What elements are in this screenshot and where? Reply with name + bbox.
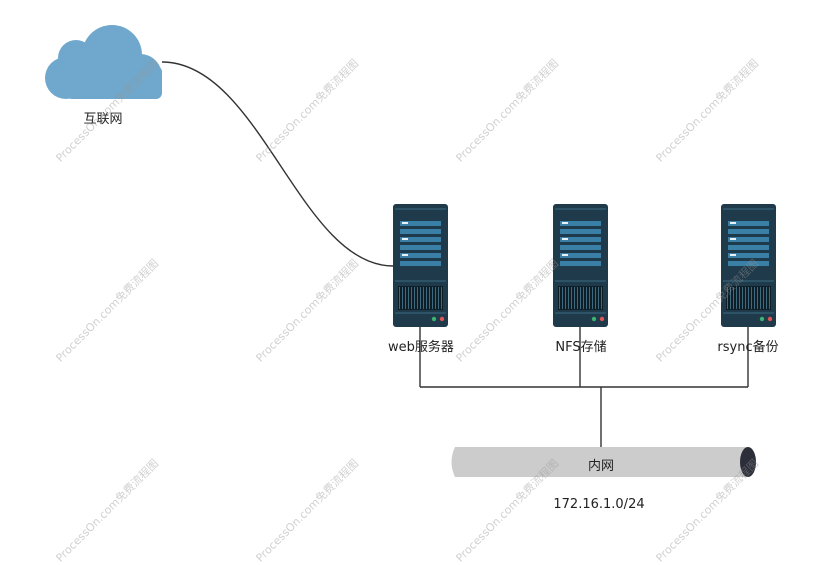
rsync-backup-label: rsync备份 [717, 340, 779, 355]
cloud-icon [45, 25, 162, 99]
internet-to-web-connector [161, 61, 394, 267]
web-server-label: web服务器 [388, 340, 454, 355]
nfs-storage-label: NFS存储 [555, 340, 607, 355]
subnet-label: 172.16.1.0/24 [553, 497, 645, 512]
server-icon-web [393, 204, 448, 327]
network-label: 内网 [587, 459, 615, 474]
server-icon-nfs [553, 204, 608, 327]
internet-label: 互联网 [83, 112, 123, 127]
server-icon-rsync [721, 204, 776, 327]
lan-bus-lines [419, 327, 749, 447]
network-pipe-icon [451, 447, 756, 477]
